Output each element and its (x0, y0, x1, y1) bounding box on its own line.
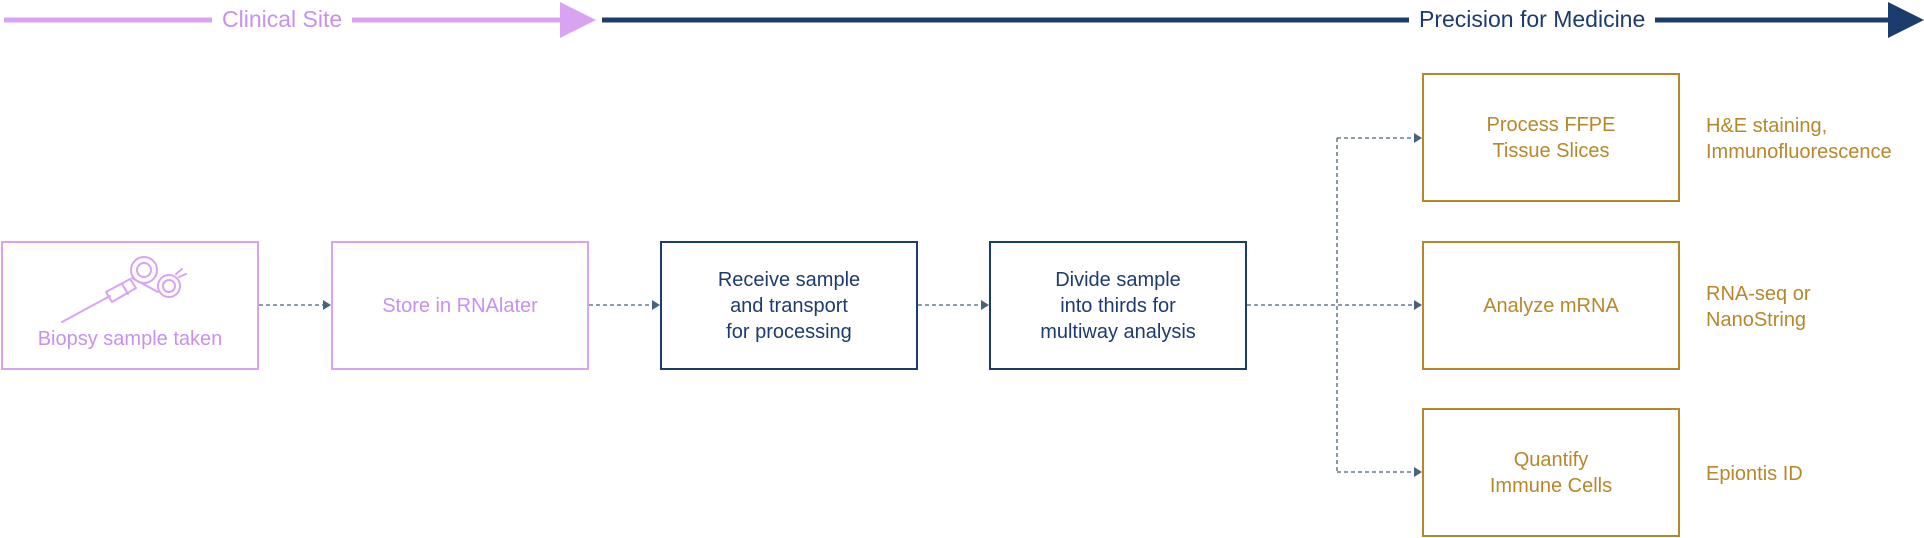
analysis-mrna-label: Analyze mRNA (1483, 294, 1619, 317)
step-receive-label: Receive sample and transport for process… (717, 268, 861, 343)
clinical-site-arrowhead (560, 2, 596, 38)
analysis-immune-label: Quantify Immune Cells (1489, 448, 1613, 497)
step-rnalater-label: Store in RNAlater (382, 294, 538, 317)
step-rnalater-box: Store in RNAlater (331, 241, 589, 370)
step-divide-box: Divide sample into thirds for multiway a… (989, 241, 1247, 370)
step-divide-label: Divide sample into thirds for multiway a… (1040, 268, 1196, 343)
analysis-ffpe-method: H&E staining, Immunofluorescence (1706, 115, 1892, 163)
arrowhead-to-receive (652, 300, 660, 310)
arrowhead-to-divide (981, 300, 989, 310)
analysis-ffpe-box: Process FFPE Tissue Slices (1422, 73, 1680, 202)
analysis-ffpe-label: Process FFPE Tissue Slices (1486, 113, 1616, 162)
analysis-immune-box: Quantify Immune Cells (1422, 408, 1680, 537)
arrowhead-to-ffpe (1414, 133, 1422, 143)
biopsy-needle-icon (61, 256, 187, 323)
arrowhead-to-immune (1414, 467, 1422, 477)
analysis-mrna-method: RNA-seq or NanoString (1706, 283, 1811, 331)
step-biopsy-label: Biopsy sample taken (37, 328, 223, 350)
pfm-arrowhead (1888, 2, 1924, 38)
arrowhead-to-mrna (1414, 300, 1422, 310)
analysis-immune-method: Epiontis ID (1706, 463, 1803, 485)
arrowhead-to-rnalater (323, 300, 331, 310)
clinical-site-label: Clinical Site (212, 4, 353, 34)
precision-for-medicine-label: Precision for Medicine (1409, 4, 1656, 34)
step-biopsy-box: Biopsy sample taken (1, 241, 259, 370)
analysis-mrna-box: Analyze mRNA (1422, 241, 1680, 370)
step-receive-box: Receive sample and transport for process… (660, 241, 918, 370)
